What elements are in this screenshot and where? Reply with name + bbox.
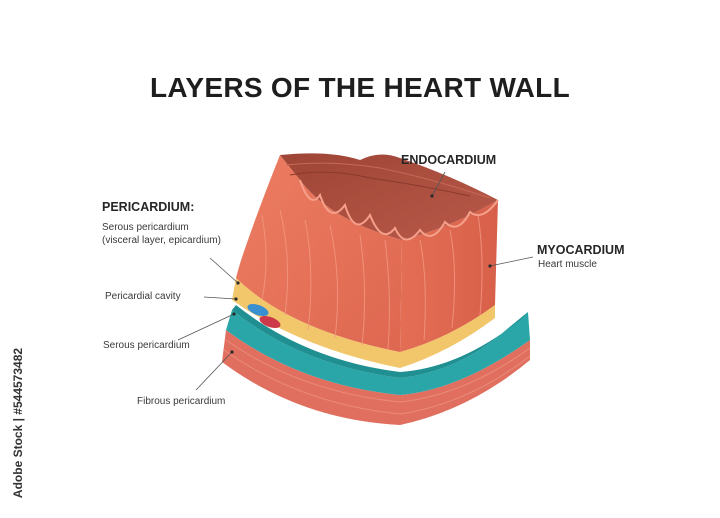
myocardium-side-face	[400, 200, 498, 352]
vein-icon	[247, 303, 269, 317]
fibrous-pericardium-layer	[222, 330, 531, 425]
diagram-title: LAYERS OF THE HEART WALL	[150, 72, 570, 103]
myocardium-label: MYOCARDIUM	[537, 243, 625, 257]
myocardium-front-face	[236, 155, 402, 352]
serous-pericardium-label: Serous pericardium	[103, 340, 190, 351]
epicardium-layer	[232, 278, 495, 368]
serous-visceral-label-line2: (visceral layer, epicardium)	[102, 235, 221, 246]
stock-watermark: Adobe Stock | #544573482	[11, 347, 25, 499]
pericardium-heading: PERICARDIUM:	[102, 200, 195, 214]
artery-icon	[259, 315, 281, 329]
pericardial-cavity-label: Pericardial cavity	[105, 291, 181, 302]
serous-pericardium-layer	[226, 305, 530, 395]
fibrous-pericardium-label: Fibrous pericardium	[137, 396, 226, 407]
myocardium-sub-label: Heart muscle	[538, 259, 597, 270]
endocardium-label: ENDOCARDIUM	[401, 153, 497, 167]
leader-lines	[177, 171, 534, 391]
serous-visceral-label-line1: Serous pericardium	[102, 222, 189, 233]
